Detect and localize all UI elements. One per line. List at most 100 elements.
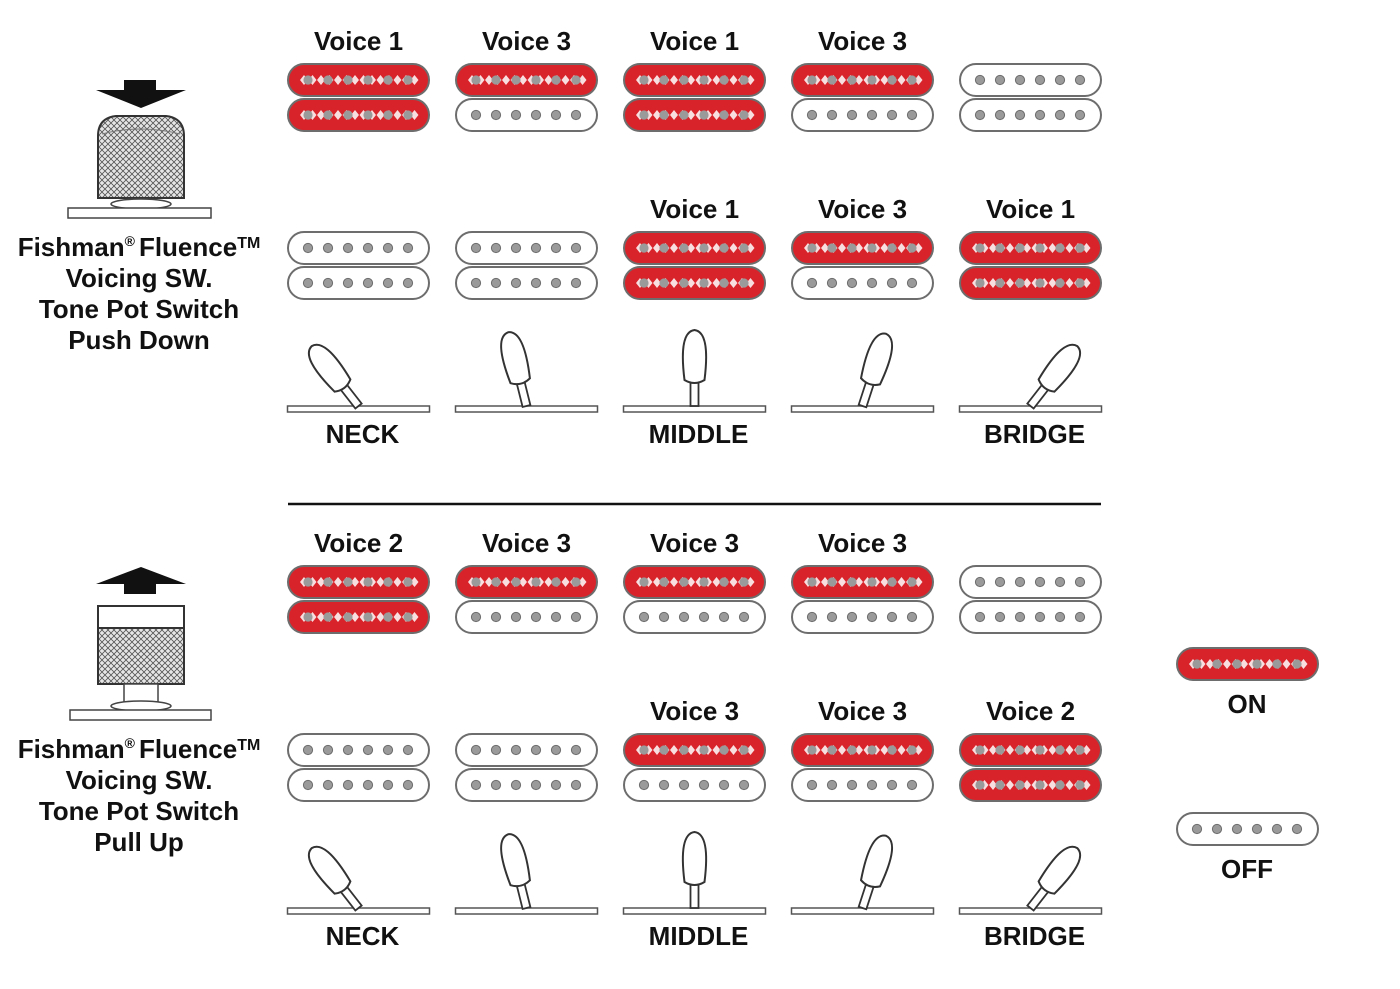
selector-switch-middle-bridge — [790, 332, 935, 413]
voice-label: Voice 3 — [818, 696, 907, 726]
pickup-coil-bottom-off — [287, 266, 430, 300]
voice-label: Voice 3 — [650, 528, 739, 558]
humbucker-pickup — [623, 565, 766, 634]
humbucker-pickup — [287, 565, 430, 634]
humbucker-pickup — [959, 733, 1102, 802]
pickup-coil-bottom-off — [623, 768, 766, 802]
humbucker-pickup — [287, 63, 430, 132]
legend-off-label: OFF — [1221, 854, 1273, 884]
pickup-coil-bottom-on — [287, 98, 430, 132]
humbucker-pickup — [791, 565, 934, 634]
pickup-coil-top-off — [287, 733, 430, 767]
pickup-coil-top-on — [623, 63, 766, 97]
pickup-coil-bottom-on — [623, 266, 766, 300]
legend-coil-on — [1176, 647, 1319, 681]
humbucker-pickup — [455, 63, 598, 132]
pickup-coil-bottom-off — [455, 768, 598, 802]
pickup-coil-top-off — [959, 63, 1102, 97]
pickup-coil-bottom-off — [791, 600, 934, 634]
switch-position-label: NECK — [326, 419, 400, 449]
voice-label: Voice 1 — [314, 26, 403, 56]
pickup-coil-bottom-off — [455, 600, 598, 634]
humbucker-pickup — [287, 733, 430, 802]
voice-label: Voice 1 — [986, 194, 1075, 224]
voice-label: Voice 3 — [818, 194, 907, 224]
switch-position-label: MIDDLE — [649, 419, 749, 449]
selector-switch-bridge — [958, 845, 1103, 915]
humbucker-pickup — [791, 63, 934, 132]
selector-switch-neck — [286, 845, 431, 915]
humbucker-pickup — [623, 231, 766, 300]
pickup-coil-top-on — [623, 231, 766, 265]
humbucker-pickup — [455, 733, 598, 802]
pickup-coil-top-on — [287, 565, 430, 599]
legend: ON OFF — [1176, 647, 1319, 884]
caption-line2: Voicing SW. — [66, 765, 213, 795]
selector-switch-bridge — [958, 343, 1103, 413]
pickup-coil-top-on — [959, 231, 1102, 265]
voice-label: Voice 3 — [482, 26, 571, 56]
voice-label: Voice 3 — [650, 696, 739, 726]
caption-brand-line: Fishman®FluenceTM — [18, 232, 261, 262]
caption-line2: Voicing SW. — [66, 263, 213, 293]
pickup-coil-bottom-off — [455, 266, 598, 300]
pickup-coil-top-on — [791, 565, 934, 599]
pickup-coil-top-on — [623, 565, 766, 599]
tone-pot-knob-push — [67, 80, 212, 219]
switch-position-label: NECK — [326, 921, 400, 951]
pickup-coil-top-on — [791, 231, 934, 265]
caption-brand-line: Fishman®FluenceTM — [18, 734, 261, 764]
voice-label: Voice 2 — [986, 696, 1075, 726]
humbucker-pickup — [959, 63, 1102, 132]
legend-on-pickup-coil — [1176, 647, 1319, 681]
pickup-coil-top-on — [623, 733, 766, 767]
humbucker-pickup — [455, 565, 598, 634]
pickup-coil-top-off — [287, 231, 430, 265]
legend-off-pickup-coil — [1176, 812, 1319, 846]
pickup-coil-top-off — [455, 231, 598, 265]
switch-position-label: MIDDLE — [649, 921, 749, 951]
humbucker-pickup — [959, 231, 1102, 300]
pickup-coil-bottom-off — [287, 768, 430, 802]
selector-switch-neck-middle — [454, 833, 599, 915]
pickup-coil-top-on — [791, 63, 934, 97]
pickup-coil-bottom-on — [623, 98, 766, 132]
pickup-coil-top-on — [455, 63, 598, 97]
pickup-coil-bottom-off — [623, 600, 766, 634]
pickup-coil-top-on — [791, 733, 934, 767]
pickup-coil-top-on — [455, 565, 598, 599]
pickup-coil-bottom-on — [959, 768, 1102, 802]
pickup-coil-bottom-on — [287, 600, 430, 634]
voice-label: Voice 2 — [314, 528, 403, 558]
pickup-coil-bottom-off — [791, 98, 934, 132]
humbucker-pickup — [791, 733, 934, 802]
selector-switch-neck — [286, 343, 431, 413]
pickup-coil-bottom-off — [455, 98, 598, 132]
pickup-coil-top-on — [959, 733, 1102, 767]
pickup-coil-bottom-off — [791, 768, 934, 802]
pickup-coil-bottom-off — [791, 266, 934, 300]
voice-label: Voice 3 — [818, 26, 907, 56]
pickup-coil-top-off — [959, 565, 1102, 599]
humbucker-pickup — [287, 231, 430, 300]
caption-line4: Push Down — [68, 325, 210, 355]
caption-line4: Pull Up — [94, 827, 184, 857]
caption-line3: Tone Pot Switch — [39, 796, 239, 826]
pickup-coil-bottom-off — [959, 600, 1102, 634]
humbucker-pickup — [623, 63, 766, 132]
voice-label: Voice 3 — [482, 528, 571, 558]
pickup-coil-top-on — [287, 63, 430, 97]
humbucker-pickup — [455, 231, 598, 300]
humbucker-pickup — [959, 565, 1102, 634]
legend-coil-off — [1176, 812, 1319, 846]
pickup-coil-top-off — [455, 733, 598, 767]
humbucker-pickup — [623, 733, 766, 802]
legend-on-label: ON — [1228, 689, 1267, 719]
pickup-coil-bottom-off — [959, 98, 1102, 132]
pickup-coil-bottom-on — [959, 266, 1102, 300]
selector-switch-middle — [622, 328, 767, 413]
voice-label: Voice 1 — [650, 26, 739, 56]
